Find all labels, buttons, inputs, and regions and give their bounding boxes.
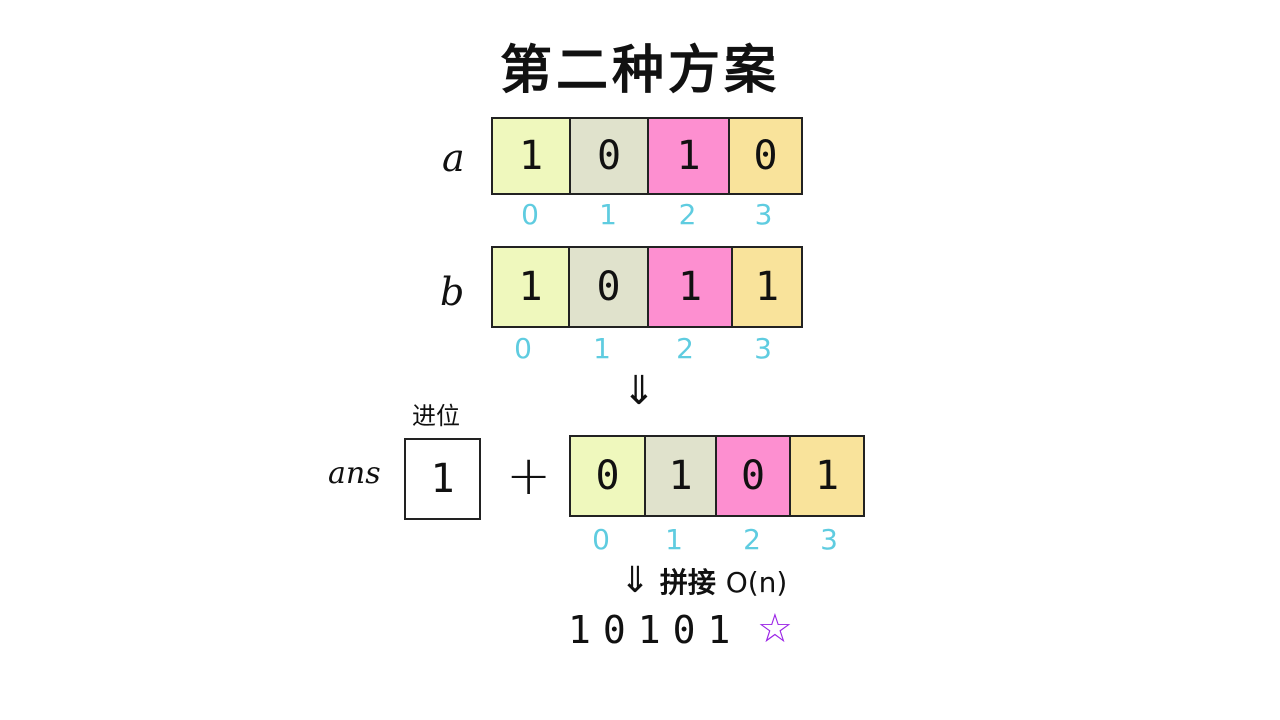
row-b-label: b <box>440 270 465 314</box>
array-a-cell: 0 <box>730 119 801 193</box>
index-label: 0 <box>592 523 610 556</box>
array-b-cell: 0 <box>570 248 649 326</box>
row-a-label: a <box>442 136 465 180</box>
index-label: 0 <box>521 198 539 231</box>
down-arrow-icon: ⇓ <box>620 560 651 601</box>
array-b: 1 0 1 1 <box>491 246 803 328</box>
array-a: 1 0 1 0 <box>491 117 803 195</box>
index-label: 1 <box>665 523 683 556</box>
index-label: 2 <box>678 198 697 231</box>
index-label: 3 <box>820 523 838 556</box>
index-label: 3 <box>754 332 772 365</box>
array-ans: 0 1 0 1 <box>569 435 865 517</box>
array-a-cell: 0 <box>571 119 649 193</box>
array-ans-cell: 0 <box>717 437 792 515</box>
star-icon: ☆ <box>757 606 793 652</box>
index-label: 1 <box>599 198 617 231</box>
index-label: 2 <box>676 332 694 365</box>
array-b-indices: 0 1 2 3 <box>484 332 798 365</box>
array-b-cell: 1 <box>733 248 801 326</box>
index-label: 3 <box>754 198 773 231</box>
array-b-cell: 1 <box>493 248 570 326</box>
index-label: 0 <box>514 332 532 365</box>
array-ans-indices: 0 1 2 3 <box>566 523 866 556</box>
down-arrow-icon: ⇓ <box>622 368 656 414</box>
carry-label: 进位 <box>412 402 460 430</box>
complexity-label: O(n) <box>725 566 788 599</box>
array-ans-cell: 1 <box>791 437 864 515</box>
carry-box: 1 <box>404 438 481 520</box>
array-a-cell: 1 <box>649 119 730 193</box>
array-ans-cell: 0 <box>571 437 646 515</box>
result-value: 10101 <box>568 608 743 652</box>
array-ans-cell: 1 <box>645 437 718 515</box>
array-b-cell: 1 <box>649 248 733 326</box>
array-a-cell: 1 <box>493 119 571 193</box>
concat-note: ⇓ 拼接 O(n) <box>620 560 787 601</box>
index-label: 1 <box>593 332 611 365</box>
index-label: 2 <box>743 523 761 556</box>
page-title: 第二种方案 <box>499 41 780 101</box>
concat-label: 拼接 <box>659 566 716 599</box>
plus-sign: + <box>506 444 552 507</box>
array-a-indices: 0 1 2 3 <box>491 198 799 231</box>
ans-label: ans <box>328 456 381 491</box>
